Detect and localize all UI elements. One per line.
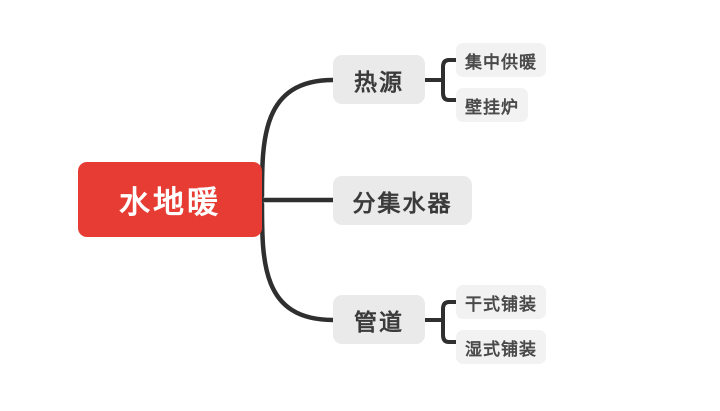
edge-root-to-heat-source [259, 77, 336, 199]
edge-root-to-pipe [259, 201, 336, 323]
leaf-node-label: 湿式铺装 [465, 339, 537, 359]
branch-node-manifold[interactable]: 分集水器 [333, 176, 472, 225]
branch-node-label: 分集水器 [352, 189, 453, 216]
leaf-node-wall-hung-boiler[interactable]: 壁挂炉 [456, 88, 528, 122]
branch-node-pipe[interactable]: 管道 [333, 295, 425, 344]
root-node[interactable]: 水地暖 [78, 162, 262, 237]
leaf-node-label: 壁挂炉 [465, 97, 519, 117]
leaf-node-dry-installation[interactable]: 干式铺装 [456, 285, 546, 319]
root-node-label: 水地暖 [119, 185, 221, 220]
branch-node-label: 管道 [354, 308, 404, 335]
leaf-node-wet-installation[interactable]: 湿式铺装 [456, 330, 546, 364]
leaf-node-central-heating[interactable]: 集中供暖 [456, 43, 546, 77]
branch-node-heat-source[interactable]: 热源 [333, 55, 425, 104]
edge-heat-source-bracket [441, 58, 458, 102]
leaf-node-label: 集中供暖 [465, 52, 537, 72]
branch-node-label: 热源 [354, 68, 404, 95]
leaf-node-label: 干式铺装 [465, 294, 537, 314]
edge-pipe-bracket [441, 300, 458, 344]
